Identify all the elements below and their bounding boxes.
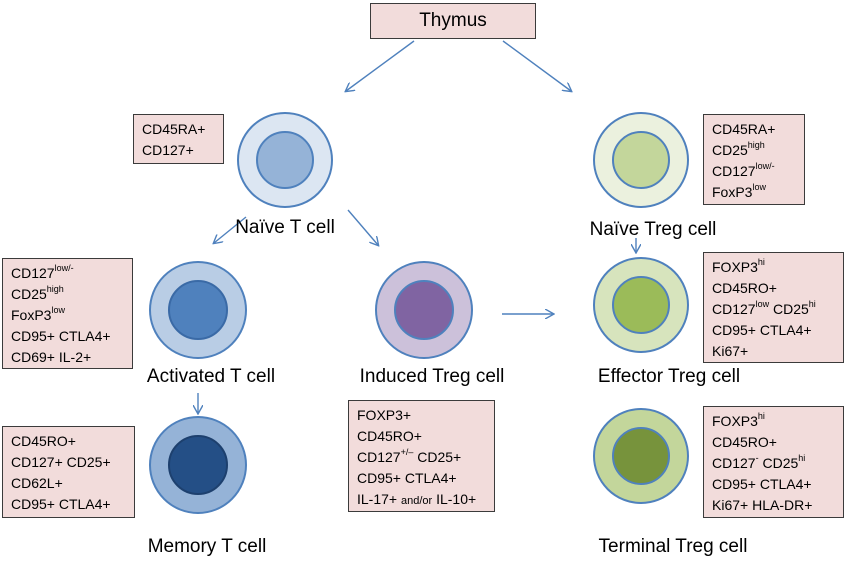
effector-treg-cell-icon — [593, 257, 689, 353]
activated-t-cell-label: Activated T cell — [146, 366, 276, 387]
marker-line: FoxP3low — [11, 305, 65, 323]
terminal-treg-markers: FOXP3hi CD45RO+ CD127- CD25hi CD95+ CTLA… — [703, 406, 844, 518]
marker-line: CD127+ CD25+ — [11, 454, 111, 470]
marker-line: CD127+ — [142, 142, 194, 158]
marker-line: CD45RO+ — [11, 433, 76, 449]
marker-line: CD127- CD25hi — [712, 453, 806, 471]
arrow-thymus-to-naive-treg — [502, 40, 571, 91]
naive-t-markers: CD45RA+ CD127+ — [133, 114, 224, 164]
marker-line: IL-17+ and/or IL-10+ — [357, 491, 477, 507]
marker-line: FOXP3hi — [712, 411, 765, 429]
memory-t-cell-icon — [149, 416, 247, 514]
arrow-naive-t-to-induced — [347, 209, 378, 245]
arrow-naive-t-to-activated — [214, 216, 247, 243]
marker-line: CD127+/– CD25+ — [357, 447, 462, 465]
marker-line: CD25high — [712, 140, 765, 158]
induced-treg-markers: FOXP3+ CD45RO+ CD127+/– CD25+ CD95+ CTLA… — [348, 400, 495, 512]
memory-t-cell-label: Memory T cell — [147, 536, 267, 557]
marker-line: CD62L+ — [11, 475, 63, 491]
marker-line: CD69+ IL-2+ — [11, 349, 92, 365]
naive-treg-cell-icon — [593, 112, 689, 208]
naive-t-cell-icon — [237, 112, 333, 208]
effector-treg-cell-label: Effector Treg cell — [597, 366, 741, 387]
marker-line: CD95+ CTLA4+ — [11, 496, 111, 512]
marker-line: FoxP3low — [712, 182, 766, 200]
naive-treg-markers: CD45RA+ CD25high CD127low/- FoxP3low — [703, 114, 805, 205]
activated-t-cell-icon — [149, 261, 247, 359]
marker-line: CD95+ CTLA4+ — [357, 470, 457, 486]
effector-treg-markers: FOXP3hi CD45RO+ CD127low CD25hi CD95+ CT… — [703, 252, 844, 363]
marker-line: CD45RO+ — [712, 434, 777, 450]
marker-line: CD45RO+ — [357, 428, 422, 444]
marker-line: Ki67+ HLA-DR+ — [712, 497, 813, 513]
thymus-label: Thymus — [419, 10, 487, 31]
marker-line: CD127low CD25hi — [712, 299, 816, 317]
marker-line: CD45RA+ — [142, 121, 206, 137]
marker-line: CD25high — [11, 284, 64, 302]
marker-line: CD45RA+ — [712, 121, 776, 137]
marker-line: FOXP3+ — [357, 407, 412, 423]
marker-line: CD95+ CTLA4+ — [712, 476, 812, 492]
marker-line: CD45RO+ — [712, 280, 777, 296]
marker-line: CD127low/- — [712, 161, 775, 179]
arrow-thymus-to-naive-t — [346, 40, 415, 91]
marker-line: FOXP3hi — [712, 257, 765, 275]
marker-line: CD95+ CTLA4+ — [712, 322, 812, 338]
terminal-treg-cell-label: Terminal Treg cell — [598, 536, 748, 557]
thymus-box: Thymus — [370, 3, 536, 39]
terminal-treg-cell-icon — [593, 408, 689, 504]
marker-line: CD95+ CTLA4+ — [11, 328, 111, 344]
activated-t-markers: CD127low/- CD25high FoxP3low CD95+ CTLA4… — [2, 258, 133, 369]
induced-treg-cell-label: Induced Treg cell — [359, 366, 505, 387]
naive-t-cell-label: Naïve T cell — [235, 217, 335, 238]
memory-t-markers: CD45RO+ CD127+ CD25+ CD62L+ CD95+ CTLA4+ — [2, 426, 135, 518]
naive-treg-cell-label: Naïve Treg cell — [589, 219, 717, 240]
induced-treg-cell-icon — [375, 261, 473, 359]
marker-line: Ki67+ — [712, 343, 749, 359]
marker-line: CD127low/- — [11, 263, 74, 281]
